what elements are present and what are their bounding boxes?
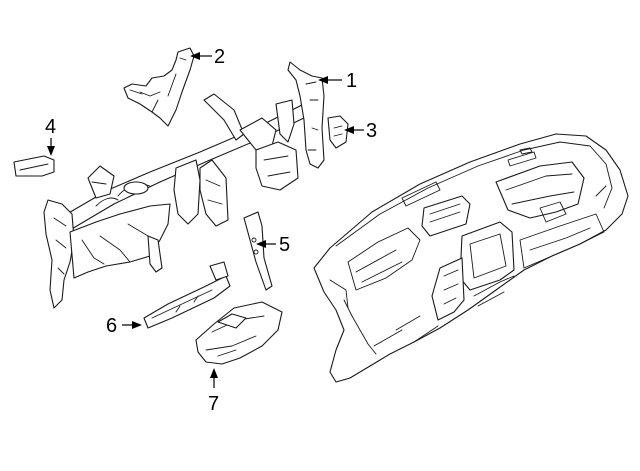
callout-6: 6 <box>106 315 142 337</box>
callout-6-arrow <box>132 321 142 329</box>
callout-5: 5 <box>256 234 290 256</box>
part-1-cross-car-beam <box>43 61 325 309</box>
callout-4-number: 4 <box>45 116 56 138</box>
callout-3-number: 3 <box>366 120 377 142</box>
callout-3-arrow <box>344 126 354 134</box>
callout-3: 3 <box>344 120 377 142</box>
callout-7-number: 7 <box>208 393 219 415</box>
callout-5-arrow <box>256 240 266 248</box>
part-7-panel <box>195 301 283 365</box>
callout-7-arrow <box>210 368 218 378</box>
part-5-bracket <box>243 211 273 291</box>
callout-4-arrow <box>47 146 55 156</box>
callout-2-number: 2 <box>214 46 225 68</box>
callout-2: 2 <box>190 46 225 68</box>
part-3-bracket <box>327 115 349 149</box>
callout-1-arrow <box>318 76 328 84</box>
callout-5-number: 5 <box>279 234 290 256</box>
callout-6-number: 6 <box>106 315 117 337</box>
callout-4: 4 <box>45 116 56 156</box>
callout-1-number: 1 <box>346 70 357 92</box>
part-2-bracket <box>123 47 195 127</box>
callout-7: 7 <box>208 368 219 415</box>
instrument-panel <box>313 133 629 383</box>
callout-2-arrow <box>190 52 200 60</box>
part-4-bracket <box>13 155 55 177</box>
callout-1: 1 <box>318 70 357 92</box>
part-6-knee-bar <box>143 261 231 329</box>
